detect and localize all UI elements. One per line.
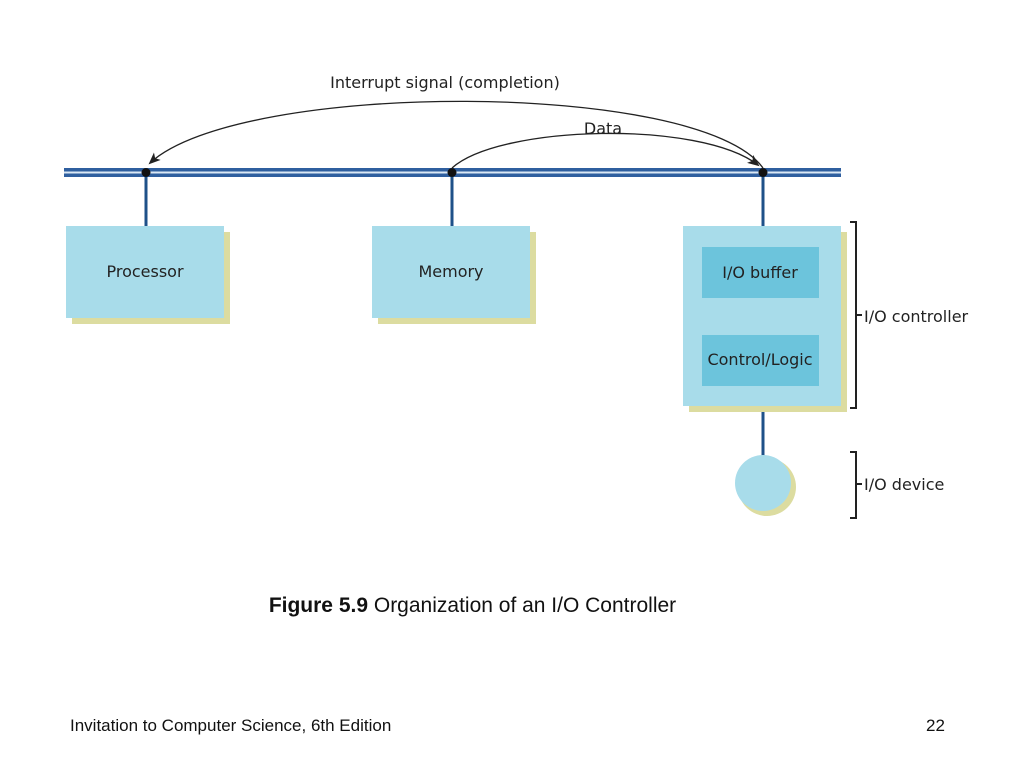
io-buffer-box: I/O buffer	[702, 247, 819, 298]
figure-number: Figure 5.9	[268, 594, 369, 617]
data-transfer-arrow	[451, 132, 760, 169]
io-controller-box: I/O buffer Control/Logic	[683, 226, 847, 412]
footer-page-number: 22	[926, 716, 945, 735]
io-controller-junction-dot	[758, 168, 768, 177]
control-logic-box: Control/Logic	[702, 335, 819, 386]
footer-book-title: Invitation to Computer Science, 6th Edit…	[70, 716, 392, 735]
figure-caption: Figure 5.9 Organization of an I/O Contro…	[0, 594, 945, 618]
io-device-bracket-label: I/O device	[864, 475, 944, 494]
io-device-circle	[735, 455, 796, 516]
processor-box: Processor	[66, 226, 230, 324]
io-controller-bracket-label: I/O controller	[864, 307, 969, 326]
interrupt-signal-arrow	[148, 100, 764, 169]
control-logic-label: Control/Logic	[707, 350, 812, 369]
processor-junction-dot	[141, 168, 151, 177]
interrupt-signal-label: Interrupt signal (completion)	[330, 73, 560, 92]
io-controller-diagram: Interrupt signal (completion) Data Proce…	[64, 73, 969, 519]
memory-label: Memory	[418, 262, 483, 281]
io-buffer-label: I/O buffer	[722, 263, 798, 282]
io-controller-bracket	[850, 221, 862, 409]
processor-label: Processor	[106, 262, 183, 281]
memory-box: Memory	[372, 226, 536, 324]
figure-title: Organization of an I/O Controller	[373, 594, 677, 617]
memory-junction-dot	[447, 168, 457, 177]
io-device-bracket	[850, 451, 862, 519]
data-transfer-label: Data	[584, 119, 622, 138]
